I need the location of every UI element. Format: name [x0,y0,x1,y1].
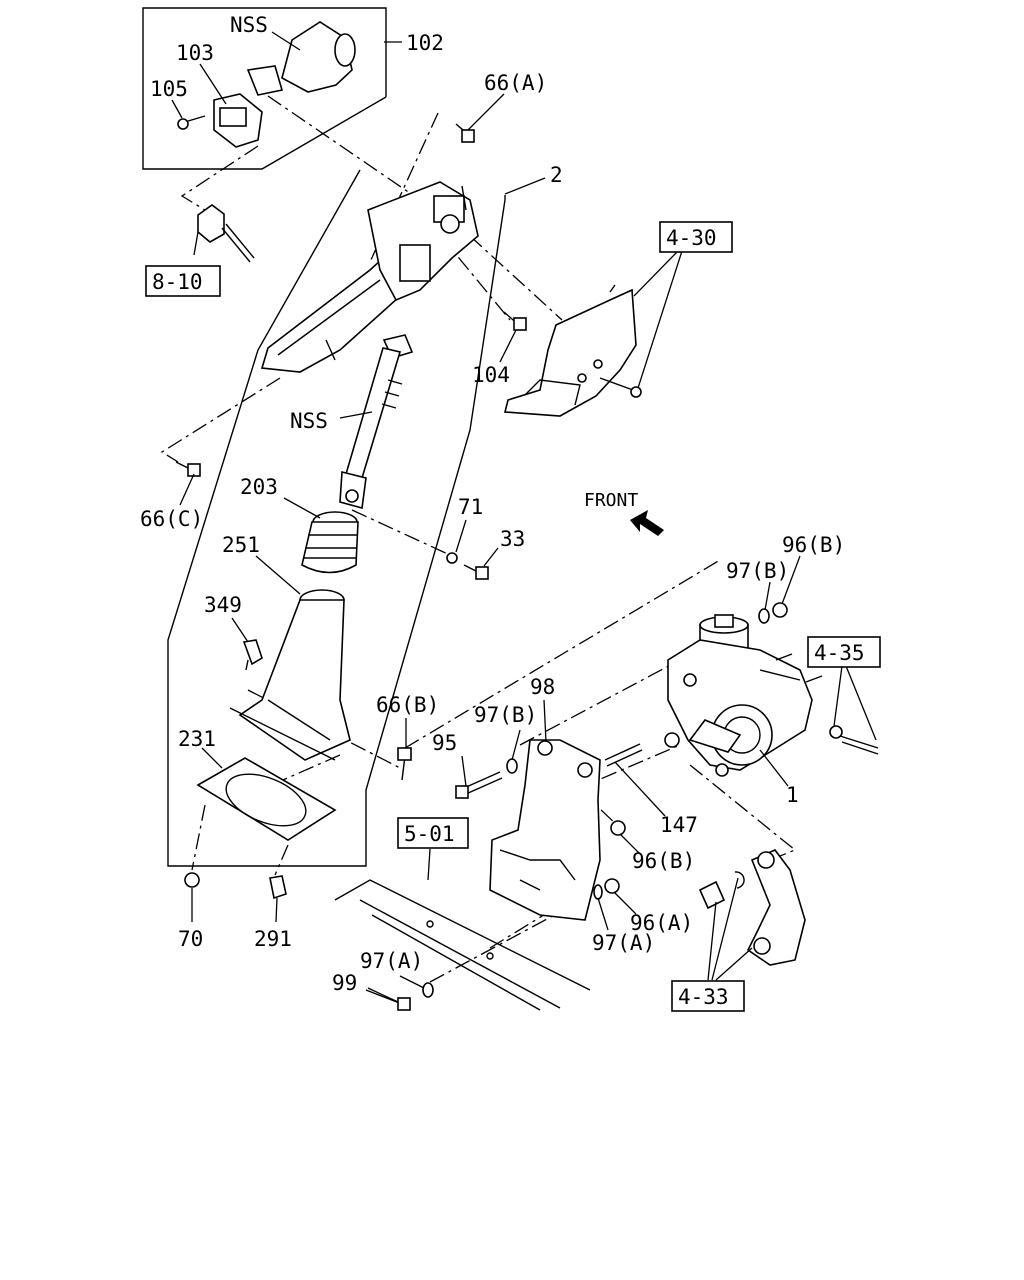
reference-4-33-label: 4-33 [678,985,729,1009]
reference-5-01[interactable]: 5-01 [397,817,469,849]
label-349: 349 [204,593,242,617]
boot-251-icon [229,589,351,761]
nut-96a-icon [604,878,620,894]
reference-4-35[interactable]: 4-35 [807,636,881,668]
label-66c: 66(C) [140,507,203,531]
bolt-66c-icon [175,461,201,477]
washer-97b-mid-icon [506,758,518,774]
washer-97a-right-icon [593,884,603,900]
label-98: 98 [530,675,555,699]
label-96a: 96(A) [630,911,693,935]
label-33: 33 [500,527,525,551]
steering-gear-box-icon [664,614,823,777]
callout-labels: 102 NSS 103 105 66(A) 2 104 NSS 66(C) 20… [140,13,845,995]
steering-column-icon [260,181,479,510]
label-nss-top: NSS [230,13,268,37]
ignition-lock-assembly-icon [177,21,356,148]
label-103: 103 [176,41,214,65]
reference-4-33[interactable]: 4-33 [671,980,745,1012]
group-frame-column [167,169,506,867]
front-arrow-icon [630,510,664,536]
bolt-104-icon [503,311,527,331]
nut-70-icon [184,872,200,888]
washer-97b-top-icon [758,608,770,624]
label-nss-mid: NSS [290,409,328,433]
clip-291-icon [269,875,287,900]
label-99: 99 [332,971,357,995]
label-102: 102 [406,31,444,55]
label-66a: 66(A) [484,71,547,95]
label-2: 2 [550,163,563,187]
label-96b-low: 96(B) [632,849,695,873]
label-203: 203 [240,475,278,499]
label-147: 147 [660,813,698,837]
clip-71-icon [446,552,458,564]
group-frame-102 [142,7,387,170]
reference-4-30-label: 4-30 [666,226,717,250]
pitman-arm-icon [698,849,806,966]
reference-5-01-label: 5-01 [404,822,455,846]
hose-fitting-icon [829,725,879,755]
label-104: 104 [472,363,510,387]
label-97b-mid: 97(B) [474,703,537,727]
label-front: FRONT [584,490,638,511]
bolt-99-icon [365,989,411,1011]
bolt-95-icon [455,771,503,799]
connector-plug-icon [197,204,255,263]
stud-147-icon [604,743,643,767]
reference-8-10-label: 8-10 [152,270,203,294]
reference-4-30[interactable]: 4-30 [659,221,733,253]
label-291: 291 [254,927,292,951]
label-105: 105 [150,77,188,101]
clip-349-icon [242,639,263,671]
bolt-66a-icon [455,123,475,143]
frame-rail-icon [334,879,591,1011]
nut-96b-top-icon [772,602,788,618]
label-95: 95 [432,731,457,755]
gasket-231-icon [196,757,337,841]
bolt-33-icon [463,564,489,580]
label-70: 70 [178,927,203,951]
bolt-66b-icon [397,747,412,781]
label-97b-top: 97(B) [726,559,789,583]
leader-lines [171,31,877,1003]
label-231: 231 [178,727,216,751]
washer-97a-bottom-icon [422,982,434,998]
label-1: 1 [786,783,799,807]
label-96b-top: 96(B) [782,533,845,557]
label-251: 251 [222,533,260,557]
nut-96b-low-icon [610,820,626,836]
label-66b: 66(B) [376,693,439,717]
column-cover-icon [503,284,642,417]
reference-8-10[interactable]: 8-10 [145,265,221,297]
label-97a-bottom: 97(A) [360,949,423,973]
label-97a-right: 97(A) [592,931,655,955]
reference-4-35-label: 4-35 [814,641,865,665]
label-71: 71 [458,495,483,519]
boot-203-icon [301,511,359,574]
bracket-98-icon [489,739,601,921]
